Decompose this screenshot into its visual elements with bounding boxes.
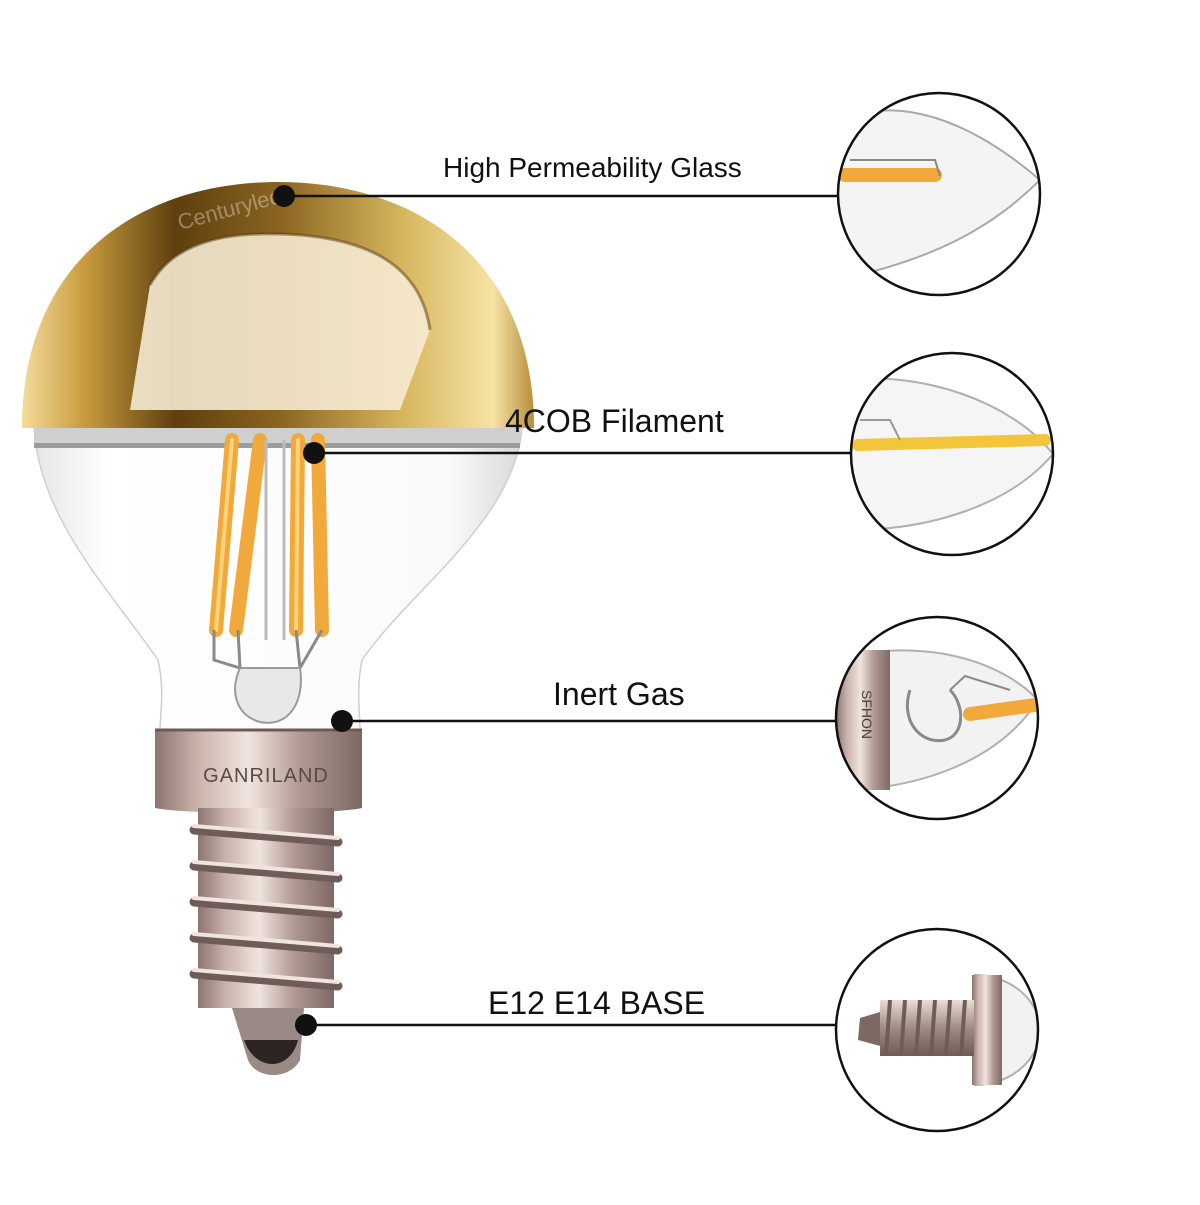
callout-label-glass: High Permeability Glass xyxy=(443,152,742,183)
callout-label-base: E12 E14 BASE xyxy=(488,985,706,1021)
brand-text: GANRILAND xyxy=(203,765,329,787)
callout-filament xyxy=(303,442,852,464)
callout-dot-gas xyxy=(331,710,353,732)
detail-base-text: SFHON xyxy=(859,690,875,739)
detail-circle-filament xyxy=(849,351,1055,557)
callout-base xyxy=(295,1014,838,1036)
callout-dot-filament xyxy=(303,442,325,464)
callout-gas xyxy=(331,710,838,732)
callout-label-gas: Inert Gas xyxy=(553,676,685,712)
detail-circle-base xyxy=(834,927,1040,1133)
screw-thread xyxy=(189,808,343,1008)
detail-circle-gas: SFHON xyxy=(834,615,1040,821)
bulb-collar xyxy=(155,730,362,814)
bulb: GANRILAND xyxy=(22,182,534,1075)
callout-dot-glass xyxy=(273,185,295,207)
detail-circle-glass xyxy=(836,91,1042,297)
cap-reflection xyxy=(130,233,430,410)
callout-label-filament: 4COB Filament xyxy=(505,403,724,439)
callout-glass xyxy=(273,185,840,207)
filaments xyxy=(209,433,329,724)
callout-dot-base xyxy=(295,1014,317,1036)
